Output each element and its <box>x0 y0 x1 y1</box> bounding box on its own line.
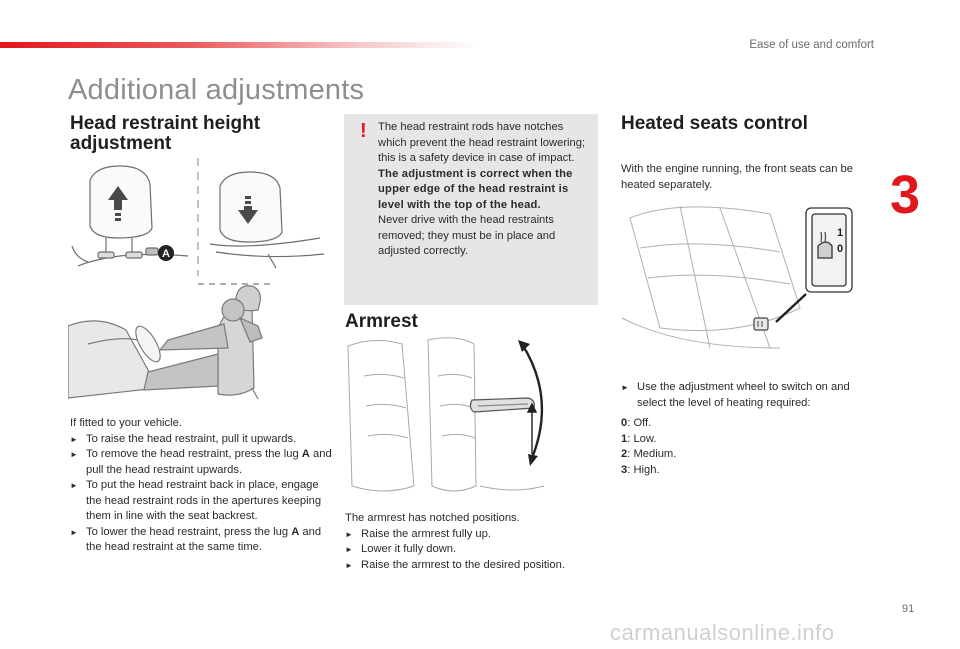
running-header: Ease of use and comfort <box>749 39 874 51</box>
head-restraint-title: Head restraint height adjustment <box>70 113 261 154</box>
exclamation-icon: ! <box>360 120 367 142</box>
list-item: To raise the head restraint, pull it upw… <box>70 432 332 448</box>
warning-box <box>344 114 598 305</box>
warning-text-notches: The head restraint rods have notches whi… <box>378 121 586 164</box>
list-item: Lower it fully down. <box>345 542 600 558</box>
header-accent-bar <box>0 42 480 48</box>
armrest-illustration <box>347 337 545 492</box>
arrow-down-icon <box>238 196 258 224</box>
list-item: To put the head restraint back in place,… <box>70 478 332 525</box>
warning-text-correct-adjustment: The adjustment is correct when the upper… <box>378 167 573 211</box>
list-item: To remove the head restraint, press the … <box>70 447 332 478</box>
chapter-number: 3 <box>890 165 921 225</box>
heat-level-medium: 2: Medium. <box>621 448 677 460</box>
list-item: Use the adjustment wheel to switch on an… <box>621 380 876 411</box>
head-restraint-intro: If fitted to your vehicle. <box>70 417 182 429</box>
heated-seats-instructions: Use the adjustment wheel to switch on an… <box>621 380 876 411</box>
head-restraint-illustration: A <box>68 158 325 400</box>
headrest-lower-figure <box>209 171 325 269</box>
heated-seats-title: Heated seats control <box>621 113 808 134</box>
heated-seats-intro: With the engine running, the front seats… <box>621 163 853 191</box>
heated-seat-switch-icon <box>753 317 769 331</box>
armrest-figure <box>469 397 535 413</box>
driver-position-figure <box>68 285 263 400</box>
page-title: Additional adjustments <box>68 74 365 106</box>
list-item: To lower the head restraint, press the l… <box>70 525 332 556</box>
svg-text:A: A <box>162 248 170 260</box>
dial-label-0: 0 <box>837 243 843 255</box>
watermark: carmanualsonline.info <box>610 620 835 645</box>
position-range-marker <box>526 402 538 454</box>
arrow-up-icon <box>518 340 530 352</box>
page-number: 91 <box>902 603 915 615</box>
heat-level-low: 1: Low. <box>621 432 657 445</box>
arrow-up-icon <box>108 186 128 221</box>
heat-level-high: 3: High. <box>621 463 660 476</box>
list-item: Raise the armrest fully up. <box>345 527 600 543</box>
heat-level-list: 0: Off. 1: Low. 2: Medium. 3: High. <box>621 416 821 478</box>
dial-label-1: 1 <box>837 227 843 239</box>
armrest-instructions: The armrest has notched positions. Raise… <box>345 511 600 573</box>
head-restraint-instructions: If fitted to your vehicle. To raise the … <box>70 416 332 556</box>
heating-dial-closeup <box>805 207 853 293</box>
heat-level-off: 0: Off. <box>621 417 652 429</box>
list-item: Raise the armrest to the desired positio… <box>345 558 600 574</box>
rotation-arrow-icon <box>520 343 544 459</box>
armrest-title: Armrest <box>345 311 418 332</box>
lug-a-marker: A <box>158 245 174 261</box>
warning-text: The head restraint rods have notches whi… <box>378 120 590 260</box>
heated-seat-illustration: 1 0 <box>621 205 853 349</box>
warning-text-never-drive: Never drive with the head restraints rem… <box>378 214 556 257</box>
arrow-down-icon <box>528 454 538 466</box>
armrest-intro: The armrest has notched positions. <box>345 512 520 524</box>
